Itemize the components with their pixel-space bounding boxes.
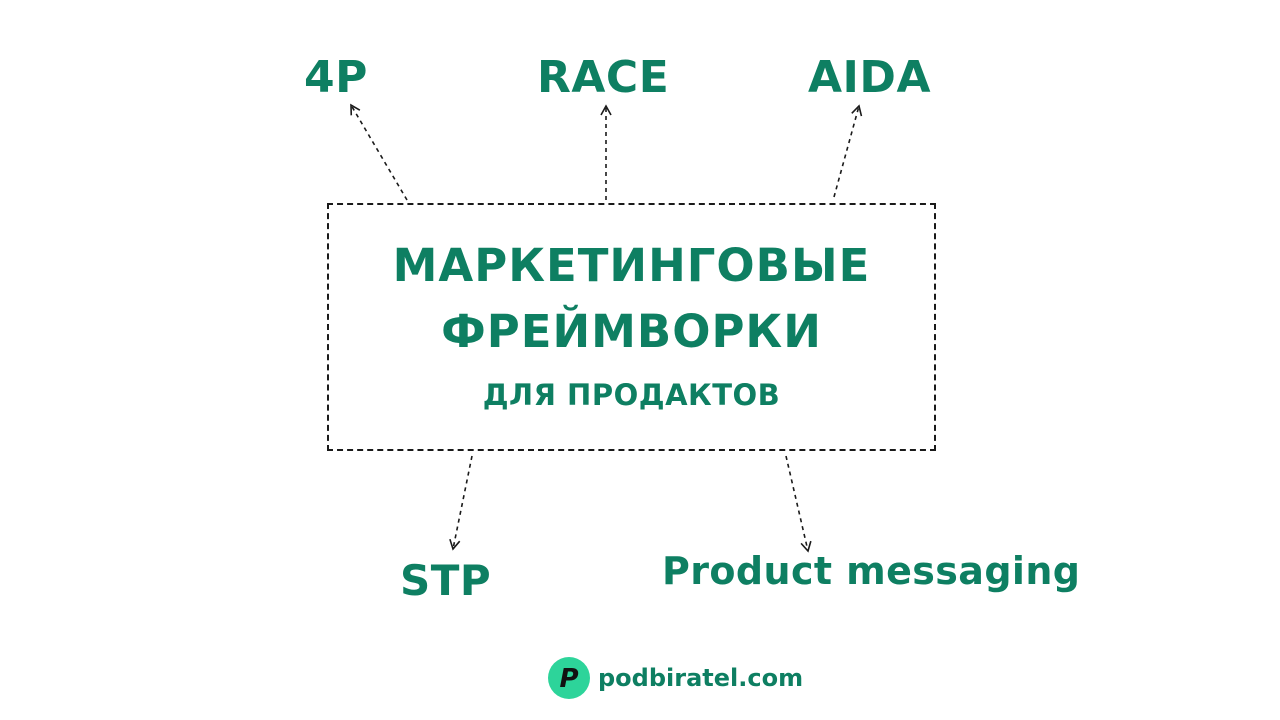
arrow-to-aida [833, 104, 863, 198]
center-subtitle: ДЛЯ ПРОДАКТОВ [482, 378, 781, 412]
central-box: МАРКЕТИНГОВЫЕ ФРЕЙМВОРКИ ДЛЯ ПРОДАКТОВ [327, 203, 936, 451]
arrow-to-4p [350, 103, 408, 201]
node-stp: STP [400, 556, 492, 605]
node-aida: AIDA [808, 52, 931, 103]
center-title-line-1: МАРКЕТИНГОВЫЕ [392, 239, 871, 292]
arrow-to-product-messaging [785, 455, 812, 553]
svg-text:P: P [559, 664, 578, 694]
site-url[interactable]: podbiratel.com [598, 664, 804, 692]
node-race: RACE [537, 52, 670, 103]
logo-letter-icon: P [559, 664, 578, 694]
arrow-to-stp [449, 455, 473, 551]
center-title-line-2: ФРЕЙМВОРКИ [441, 305, 822, 358]
brand-logo[interactable]: P podbiratel.com [548, 657, 803, 699]
node-product-messaging: Product messaging [662, 549, 1081, 593]
node-4p: 4P [304, 52, 368, 103]
podbiratel-logo-icon: P [548, 657, 590, 699]
